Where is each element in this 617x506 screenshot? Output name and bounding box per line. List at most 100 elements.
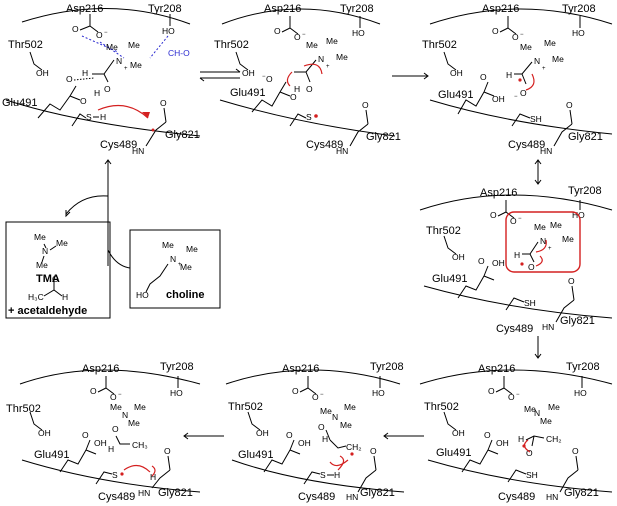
svg-text:OH: OH: [452, 252, 465, 262]
svg-text:Me: Me: [550, 220, 562, 230]
arrow-3-to-4: [534, 159, 542, 185]
svg-text:O: O: [520, 88, 527, 98]
svg-text:O: O: [112, 424, 119, 434]
equilibrium-arrow: [199, 68, 241, 82]
svg-text:O: O: [66, 74, 73, 84]
svg-text:O: O: [362, 100, 369, 110]
svg-text:H: H: [108, 444, 114, 454]
svg-text:CH₂: CH₂: [546, 434, 562, 444]
svg-text:N: N: [318, 54, 324, 64]
svg-text:Glu491: Glu491: [34, 449, 69, 461]
svg-text:OH: OH: [452, 428, 465, 438]
svg-text:OH: OH: [496, 438, 509, 448]
svg-text:O: O: [566, 100, 573, 110]
svg-text:OH: OH: [38, 428, 51, 438]
panel-5: Asp216 Tyr208 Thr502 Glu491 Cys489 Gly82…: [419, 361, 613, 503]
label-cys489: Cys489: [100, 139, 137, 151]
svg-text:−: −: [518, 216, 522, 222]
svg-text:H: H: [334, 470, 340, 480]
svg-text:O: O: [492, 26, 499, 36]
svg-text:H: H: [94, 88, 100, 98]
svg-text:O: O: [306, 84, 313, 94]
svg-text:OH: OH: [492, 258, 505, 268]
svg-text:HO: HO: [136, 290, 149, 300]
label-glu491: Glu491: [2, 97, 37, 109]
svg-text:O: O: [286, 430, 293, 440]
svg-text:Me: Me: [320, 406, 332, 416]
svg-text:Me: Me: [344, 402, 356, 412]
svg-text:Gly821: Gly821: [560, 315, 595, 327]
svg-text:SH: SH: [526, 470, 538, 480]
svg-text:O: O: [528, 262, 535, 272]
svg-text:Me: Me: [180, 262, 192, 272]
svg-text:O: O: [294, 32, 301, 42]
svg-text:CH₃: CH₃: [132, 440, 148, 450]
svg-text:CH₂: CH₂: [346, 442, 362, 452]
svg-text:Me: Me: [336, 52, 348, 62]
svg-text:Thr502: Thr502: [424, 401, 459, 413]
svg-text:Cys489: Cys489: [306, 139, 343, 151]
svg-text:H: H: [514, 250, 520, 260]
svg-text:O: O: [164, 446, 171, 456]
svg-text:HN: HN: [336, 146, 348, 156]
asp-o2: O: [96, 30, 103, 40]
svg-text:Gly821: Gly821: [158, 487, 193, 499]
svg-text:Asp216: Asp216: [482, 3, 519, 15]
svg-text:O: O: [290, 92, 297, 102]
svg-text:Me: Me: [130, 60, 142, 70]
svg-text:+: +: [178, 262, 182, 268]
svg-text:Me: Me: [548, 402, 560, 412]
substrate-choline: choline: [166, 289, 205, 301]
svg-text:Me: Me: [162, 240, 174, 250]
svg-text:O: O: [90, 386, 97, 396]
arrow-6-to-7: [183, 432, 224, 440]
svg-text:+: +: [548, 246, 552, 252]
svg-text:Asp216: Asp216: [82, 363, 119, 375]
svg-text:N: N: [540, 236, 546, 246]
svg-text:Glu491: Glu491: [432, 273, 467, 285]
svg-text:O: O: [160, 98, 167, 108]
svg-text:Tyr208: Tyr208: [566, 361, 600, 373]
svg-text:O: O: [510, 216, 517, 226]
svg-text:−: −: [520, 32, 524, 38]
svg-text:O: O: [110, 392, 117, 402]
svg-text:H₃C: H₃C: [28, 292, 44, 302]
products-box: Me Me N Me TMA H₃C O H + acetaldehyde: [5, 221, 111, 319]
svg-text:Me: Me: [36, 260, 48, 270]
svg-text:O: O: [572, 446, 579, 456]
svg-text:+: +: [124, 66, 128, 72]
svg-text:OH: OH: [492, 94, 505, 104]
svg-text:O: O: [318, 422, 325, 432]
svg-text:Glu491: Glu491: [438, 89, 473, 101]
svg-text:+: +: [326, 64, 330, 70]
svg-text:+: +: [542, 66, 546, 72]
svg-text:Cys489: Cys489: [98, 491, 135, 503]
svg-text:Me: Me: [306, 40, 318, 50]
choline-n: N: [116, 56, 122, 66]
svg-text:Cys489: Cys489: [498, 491, 535, 503]
svg-text:O: O: [568, 276, 575, 286]
svg-text:Thr502: Thr502: [6, 403, 41, 415]
svg-text:HO: HO: [372, 388, 385, 398]
svg-text:HN: HN: [540, 146, 552, 156]
svg-text:Me: Me: [524, 404, 536, 414]
svg-text:Me: Me: [106, 42, 118, 52]
svg-text:Cys489: Cys489: [496, 323, 533, 335]
svg-text:HN: HN: [138, 488, 150, 498]
svg-text:Glu491: Glu491: [238, 449, 273, 461]
svg-text:−: −: [262, 74, 266, 80]
svg-text:Tyr208: Tyr208: [340, 3, 374, 15]
svg-text:Me: Me: [520, 42, 532, 52]
panel-6: Asp216 Tyr208 Thr502 Glu491 Cys489 Gly82…: [225, 361, 405, 503]
svg-text:HN: HN: [132, 146, 144, 156]
svg-text:Asp216: Asp216: [478, 363, 515, 375]
thr-oh: OH: [36, 68, 49, 78]
svg-text:Cys489: Cys489: [298, 491, 335, 503]
svg-text:N: N: [534, 408, 540, 418]
choline-box: Me Me N + Me HO choline: [129, 229, 221, 309]
svg-text:N: N: [534, 56, 540, 66]
svg-text:O: O: [104, 84, 111, 94]
svg-text:O: O: [370, 446, 377, 456]
